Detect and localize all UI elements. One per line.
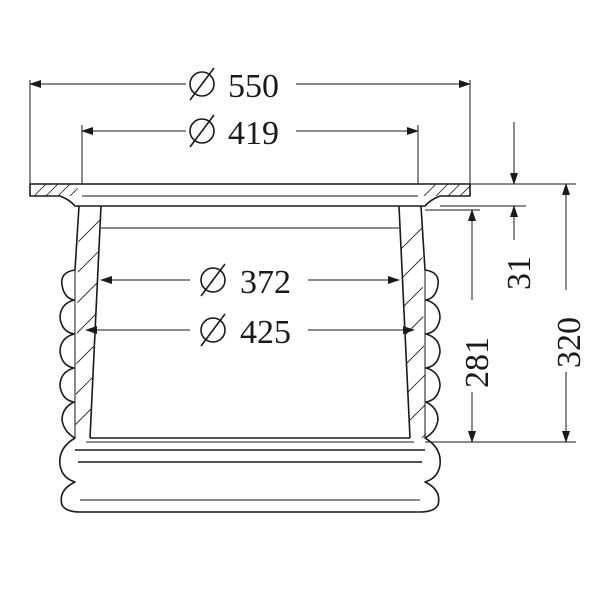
diameter-symbol <box>200 313 226 347</box>
diameter-symbol <box>189 67 215 101</box>
diameter-symbol <box>189 114 215 148</box>
dim-flange-thickness: 31 <box>501 256 538 290</box>
diameter-symbol <box>200 263 226 297</box>
dim-total-height: 320 <box>551 317 588 368</box>
dim-body-height: 281 <box>459 337 496 388</box>
dim-inner-flange-diameter: 419 <box>228 115 279 152</box>
dimension-lines <box>29 80 576 443</box>
part-outline <box>29 183 471 513</box>
dim-outer-bottom-diameter: 425 <box>240 314 291 351</box>
dim-outer-flange-diameter: 550 <box>228 68 279 105</box>
dim-inner-bottom-diameter: 372 <box>240 264 291 301</box>
